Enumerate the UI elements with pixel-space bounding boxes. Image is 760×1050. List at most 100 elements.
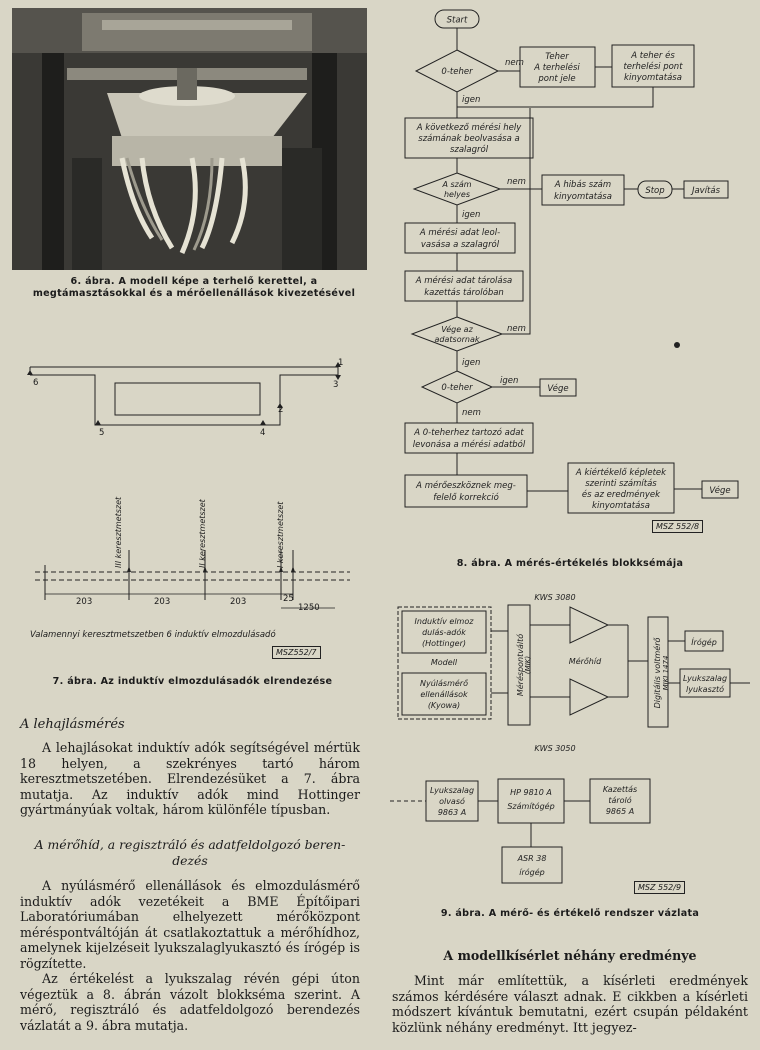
para-bridge-text1: A nyúlásmérő ellenállások és elmozdulásm…	[20, 878, 360, 971]
fig9-cassette-1: Kazettás	[603, 785, 637, 794]
fc-read-point-3: szalagról	[450, 144, 489, 155]
fig9-inductive-box	[401, 610, 487, 654]
heading-deflection: A lehajlásmérés	[20, 717, 125, 732]
fc-box-err-print	[541, 174, 625, 206]
fig9-msz: MSZ 552/9	[634, 881, 686, 894]
fc-end-box2-text: Vége	[709, 485, 730, 496]
fc-yes-1: igen	[462, 95, 480, 105]
fc-end-1: Vége az	[441, 324, 473, 334]
fc-valid-1: A szám	[441, 180, 471, 189]
fig7-dim-3: 203	[230, 597, 247, 607]
fig9-strain-1: Nyúlásmérő	[420, 678, 468, 688]
fc-yes-3: igen	[462, 358, 480, 368]
fig9-kws-bottom: KWS 3050	[534, 744, 575, 753]
fc-read-data-1: A mérési adat leol-	[419, 227, 500, 238]
fig7-caption-num: 7. ábra.	[52, 676, 97, 687]
fc-correct-2: felelő korrekció	[433, 492, 499, 503]
fc-print-load-1: A teher és	[630, 50, 675, 61]
heading-results: A modellkísérlet néhány eredménye	[443, 948, 697, 963]
fig9-strain-box	[401, 672, 487, 716]
fig7-section-ii: II keresztmetszet	[198, 499, 207, 568]
fc-load-sign-3: pont jele	[537, 74, 575, 84]
fig9-amp-top	[569, 606, 610, 644]
fc-fix	[683, 180, 729, 199]
heading-bridge-line2: dezés	[172, 853, 208, 868]
fig6-caption-num: 6. ábra.	[70, 276, 115, 287]
fig9-cassette-box	[589, 778, 651, 824]
heading-bridge: A mérőhíd, a regisztráló és adatfeldolgo…	[20, 837, 360, 869]
fc-box-store	[404, 270, 524, 302]
fc-calc-1: A kiértékelő képletek	[575, 467, 667, 478]
fig9-computer-1: HP 9810 A	[510, 788, 552, 797]
fig9-computer-box	[497, 778, 565, 824]
fig9-amp-bottom	[569, 678, 610, 716]
fig9-dvm-1: Digitális voltmérő	[652, 638, 662, 709]
model-photo	[12, 8, 367, 270]
fig8-flowchart: Start 0-teher nem Teher A terhelési pont…	[404, 9, 739, 514]
fig7-total-dim: 1250	[298, 603, 320, 613]
fc-start-text: Start	[447, 16, 468, 26]
fig7-elevation	[35, 550, 350, 609]
fc-decision-valid	[412, 172, 502, 206]
fig7-section-i: I keresztmetszet	[276, 501, 285, 568]
fig9-asr-box	[501, 846, 563, 884]
para-bridge-text2: Az értékelést a lyukszalag révén gépi út…	[20, 971, 360, 1033]
fig7-point-6: 6	[33, 378, 39, 388]
fig9-computer-2: Számítógép	[507, 801, 554, 811]
fc-store-2: kazettás tárolóban	[424, 287, 504, 298]
fig9-inductive-3: (Hottinger)	[422, 639, 466, 648]
fc-decision-zero-text: 0-teher	[441, 67, 473, 77]
fc-read-data-2: vasása a szalagról	[421, 239, 500, 250]
fc-yes-4: igen	[500, 376, 518, 386]
para-bridge: A nyúlásmérő ellenállások és elmozdulásm…	[20, 878, 360, 1033]
fc-no-4: nem	[462, 408, 481, 418]
fig8-msz: MSZ 552/8	[652, 520, 704, 533]
fig9-caption-text: A mérő- és értékelő rendszer vázlata	[488, 908, 700, 919]
fc-end-2: adatsornak	[435, 335, 480, 344]
fc-stop-text: Stop	[645, 186, 664, 196]
fc-box-subtract	[404, 422, 534, 454]
fig9-dvm-box	[647, 616, 669, 728]
fc-end-box1-text: Vége	[547, 383, 568, 394]
fig7-point-3: 3	[333, 380, 339, 390]
fc-read-point-2: számának beolvasása a	[418, 134, 519, 144]
fc-read-point-1: A következő mérési hely	[416, 122, 522, 133]
fc-valid-2: helyes	[444, 190, 470, 199]
fig7-point-1: 1	[338, 358, 344, 368]
fc-end-box1	[539, 378, 577, 397]
fc-load-sign-2: A terhelési	[533, 62, 580, 73]
fig9-punch-2: lyukasztó	[686, 684, 724, 694]
fig9-strain-2: ellenállások	[420, 690, 468, 699]
fig7-dim-2: 203	[154, 597, 171, 607]
fig7-point-2: 2	[278, 405, 284, 415]
fc-print-load-2: terhelési pont	[623, 61, 683, 72]
fig6-caption: 6. ábra. A modell képe a terhelő kerette…	[18, 276, 370, 300]
fig7-note: Valamennyi keresztmetszetben 6 induktív …	[30, 630, 276, 640]
para-results: Mint már említettük, a kísérleti eredmén…	[392, 973, 748, 1035]
fig9-system: KWS 3080 Induktív elmoz dulás-adók (Hott…	[390, 593, 750, 884]
fc-fix-text: Javítás	[690, 186, 721, 196]
heading-bridge-line1: A mérőhíd, a regisztráló és adatfeldolgo…	[34, 837, 346, 852]
fig9-switch-1: Méréspontváltó	[515, 634, 525, 696]
fc-load-sign-1: Teher	[545, 52, 569, 62]
fc-no-1: nem	[505, 58, 524, 68]
fc-err-print-2: kinyomtatása	[554, 192, 612, 202]
fig6-caption-text: A modell képe a terhelő kerettel, a megt…	[32, 276, 356, 299]
fig9-kws-top: KWS 3080	[534, 593, 575, 602]
fc-box-read-point	[404, 117, 534, 159]
fc-calc-2: szerinti számítás	[585, 479, 657, 489]
fig7-caption: 7. ábra. Az induktív elmozdulásadók elre…	[15, 676, 370, 687]
para-deflection-text: A lehajlásokat induktív adók segítségéve…	[20, 740, 360, 817]
fig9-switch-box	[507, 604, 531, 726]
fig9-reader-1: Lyukszalag	[430, 786, 474, 795]
fig9-cassette-2: tároló	[608, 795, 631, 805]
fig9-inductive-1: Induktív elmoz	[415, 617, 475, 626]
fig9-model-frame	[397, 606, 492, 720]
fc-print-load-3: kinyomtatása	[624, 73, 682, 83]
fig7-section-iii: III keresztmetszet	[114, 496, 123, 568]
fc-end-box2	[701, 480, 739, 499]
fig8-caption-num: 8. ábra.	[456, 558, 501, 569]
fc-no-3: nem	[507, 324, 526, 334]
fig9-cassette-3: 9865 A	[606, 807, 634, 816]
fc-store-1: A mérési adat tárolása	[415, 275, 513, 286]
